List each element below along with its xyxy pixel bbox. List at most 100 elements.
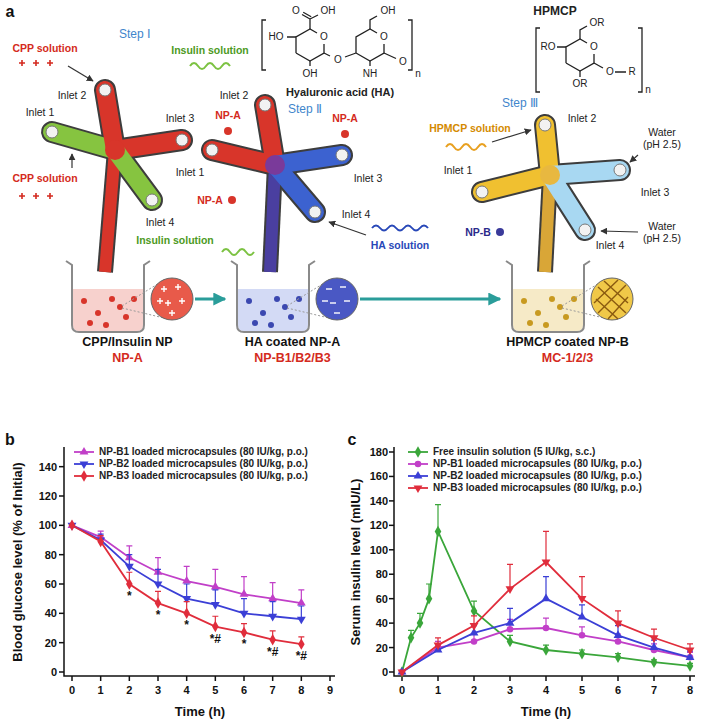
chart-axes — [59, 613, 64, 615]
beaker-liquid — [513, 289, 583, 331]
hpmcp-structure — [557, 26, 626, 77]
nanoparticle-dots — [224, 127, 232, 135]
data-marker — [183, 608, 190, 619]
chart-axes — [394, 447, 695, 676]
data-marker — [434, 643, 443, 651]
data-marker — [126, 578, 133, 589]
significance-mark: *# — [267, 646, 278, 660]
significance-mark: *# — [210, 633, 221, 647]
tick-label: 1 — [98, 684, 104, 697]
tick-label: 80 — [45, 548, 57, 561]
particle-surface — [594, 280, 628, 319]
micromixer-step-2 — [270, 165, 275, 272]
charge-symbols — [19, 60, 53, 66]
legend-text: NP-B2 loaded microcapsules (80 IU/kg, p.… — [99, 458, 308, 470]
chart-axes — [59, 525, 64, 527]
data-marker — [542, 594, 551, 602]
chart-axes — [59, 466, 64, 468]
particle-label: NP-A — [332, 112, 358, 124]
atom-label: O — [606, 66, 614, 78]
nanoparticle — [557, 304, 563, 310]
tick-label: 0 — [51, 666, 57, 679]
chart-axes — [59, 642, 64, 644]
micromixer-step-1 — [105, 150, 115, 272]
significance-mark: * — [127, 590, 132, 604]
data-marker — [415, 461, 422, 468]
particle-surface — [179, 298, 185, 304]
micromixer-step-3 — [482, 175, 550, 192]
nanoparticle — [81, 298, 87, 304]
inlet-label: Inlet 1 — [26, 106, 55, 118]
tick-label: 2 — [126, 684, 132, 697]
zoom-particle — [591, 278, 633, 320]
chart-axes — [129, 676, 131, 681]
ha-structure — [262, 12, 412, 70]
inlet-label: Inlet 4 — [596, 239, 625, 251]
micromixer-step-3 — [550, 170, 620, 175]
significance-mark: * — [184, 619, 189, 633]
atom-label: O — [320, 31, 328, 43]
legend-sample — [408, 446, 428, 457]
inlet-label: Inlet 4 — [146, 216, 175, 228]
glucose-series — [72, 525, 301, 644]
data-marker — [297, 617, 306, 625]
solution-label: Insulin solution — [136, 234, 214, 246]
nanoparticle — [252, 320, 258, 326]
micromixer-step-3 — [482, 125, 620, 230]
structure-name: HPMCP — [533, 5, 576, 19]
data-marker — [80, 447, 89, 455]
nanoparticle — [246, 298, 252, 304]
atom-label: n — [645, 84, 651, 96]
solution-label: CPP solution — [12, 172, 77, 184]
insulin-series — [402, 562, 690, 672]
leader-arrow — [68, 66, 638, 235]
micromixer-step-2 — [206, 144, 218, 156]
hpmcp-structure — [536, 28, 642, 92]
legend-text: NP-B3 loaded microcapsules (80 IU/kg, p.… — [433, 482, 642, 494]
data-marker — [542, 559, 551, 567]
chart-axes — [473, 676, 475, 681]
atom-label: n — [415, 68, 421, 80]
micromixer-step-2 — [206, 99, 348, 272]
legend-text: NP-B3 loaded microcapsules (80 IU/kg, p.… — [99, 470, 308, 482]
chart-axes — [301, 676, 303, 681]
micromixer-step-3 — [476, 186, 488, 198]
particle-surface — [165, 300, 171, 306]
inlet-label: Inlet 2 — [220, 89, 249, 101]
significance-mark: * — [156, 609, 161, 623]
data-marker — [414, 485, 423, 493]
micromixer-step-1 — [146, 194, 158, 206]
chart-axes — [437, 676, 439, 681]
tick-label: 3 — [507, 684, 513, 697]
ha-structure — [262, 20, 412, 70]
data-marker — [543, 625, 550, 632]
product-beaker: CPP/Insulin NPNP-A — [60, 255, 195, 370]
data-marker — [426, 593, 433, 604]
particle-label: NP-B — [465, 226, 491, 238]
nanoparticle — [123, 314, 129, 320]
tick-label: 120 — [370, 519, 388, 532]
data-marker — [615, 652, 622, 663]
micromixer-step-2 — [336, 149, 348, 161]
particle-surface — [161, 286, 167, 292]
tick-label: 3 — [155, 684, 161, 697]
glucose-series — [72, 525, 301, 603]
legend-sample — [74, 447, 94, 455]
beaker-outline — [231, 261, 315, 332]
tick-label: 80 — [376, 568, 388, 581]
chart-axes — [59, 671, 64, 673]
micromixer-step-2 — [212, 105, 342, 212]
data-marker — [414, 471, 423, 479]
tick-label: 60 — [45, 578, 57, 591]
particle-surface — [340, 286, 346, 287]
data-marker — [578, 596, 587, 604]
data-marker — [650, 642, 659, 650]
zoom-particle — [151, 278, 193, 320]
chart-axes — [389, 447, 695, 681]
legend-sample — [408, 471, 428, 479]
data-marker — [69, 520, 76, 531]
inlet-label: Inlet 1 — [176, 166, 205, 178]
micromixer-step-2 — [206, 99, 348, 218]
beaker-illustration — [60, 255, 195, 335]
chart-axes — [186, 676, 188, 681]
